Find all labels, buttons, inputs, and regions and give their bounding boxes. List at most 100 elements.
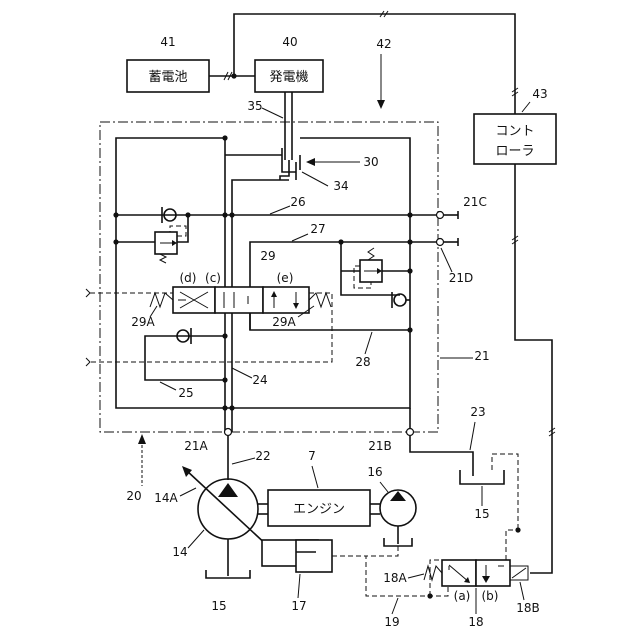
ref-25: 25	[178, 386, 193, 400]
ref-21A: 21A	[184, 439, 208, 453]
junction-dot	[222, 212, 227, 217]
ref-16: 16	[367, 465, 382, 479]
ref-21C: 21C	[463, 195, 487, 209]
label-b: (b)	[482, 589, 499, 603]
solenoid-18B-mark	[512, 568, 526, 578]
ref-34: 34	[333, 179, 348, 193]
label-c: (c)	[205, 271, 221, 285]
port-21C	[437, 212, 444, 219]
controller-label-line1: コント	[495, 124, 534, 139]
arrowhead-20	[138, 434, 146, 444]
ref-14: 14	[172, 545, 187, 559]
junction-dot	[407, 212, 412, 217]
leader-14A	[180, 488, 196, 496]
generator-label: 発電機	[269, 70, 308, 85]
ref-30: 30	[363, 155, 378, 169]
junction-dot	[407, 239, 412, 244]
junction-dot	[113, 239, 118, 244]
leader-17	[298, 574, 300, 598]
valve-spring-right	[309, 293, 331, 307]
label-d: (d)	[180, 271, 197, 285]
junction-dot	[229, 405, 234, 410]
ref-18B: 18B	[516, 601, 540, 615]
leader-24	[232, 368, 252, 378]
leader-26	[270, 206, 290, 214]
ref-22: 22	[255, 449, 270, 463]
ref-42: 42	[376, 37, 391, 51]
leader-27	[292, 234, 308, 241]
junction-dot	[229, 212, 234, 217]
port-21D	[437, 239, 444, 246]
pump-16-arrow	[390, 491, 406, 501]
ref-21B: 21B	[368, 439, 392, 453]
ref-27: 27	[310, 222, 325, 236]
drain-line	[492, 454, 518, 530]
pilot-end	[86, 358, 90, 366]
leader-14	[188, 530, 204, 548]
leader-35	[262, 108, 283, 118]
ref-15-left: 15	[211, 599, 226, 613]
arrowhead-42	[377, 100, 385, 109]
junction-dot	[407, 327, 412, 332]
leader-19	[392, 598, 398, 614]
label-e: (e)	[277, 271, 294, 285]
leader-34	[302, 172, 328, 186]
ref-29A-right: 29A	[272, 315, 296, 329]
port-21B	[407, 429, 414, 436]
ref-21: 21	[474, 349, 489, 363]
pilot-supply-16	[366, 546, 398, 556]
ref-17: 17	[291, 599, 306, 613]
line-25	[145, 336, 225, 380]
leader-18A	[408, 574, 424, 578]
pump-14-variable-arrowhead	[182, 466, 192, 477]
junction-dot	[407, 268, 412, 273]
regulator-17-cylinder	[296, 540, 332, 572]
ref-18A: 18A	[383, 571, 407, 585]
tank-15-right	[460, 470, 504, 484]
ref-35: 35	[247, 99, 262, 113]
return-line-23	[410, 436, 473, 476]
ref-29A-left: 29A	[131, 315, 155, 329]
ref-7: 7	[308, 449, 316, 463]
ref-23: 23	[470, 405, 485, 419]
ref-26: 26	[290, 195, 305, 209]
junction-dot	[222, 333, 227, 338]
ref-18: 18	[468, 615, 483, 629]
label-a: (a)	[454, 589, 471, 603]
leader-7	[312, 466, 318, 488]
controller-valve-wire	[515, 164, 552, 573]
ref-40: 40	[282, 35, 297, 49]
junction-dot	[113, 212, 118, 217]
manifold-block-21	[100, 122, 438, 432]
valve-18-section-b	[476, 560, 510, 586]
junction-dot	[222, 377, 227, 382]
ref-14A: 14A	[154, 491, 178, 505]
leader-21D	[441, 248, 452, 272]
ref-24: 24	[252, 373, 267, 387]
leader-22	[232, 458, 255, 464]
junction-dot	[222, 405, 227, 410]
leader-16	[380, 482, 388, 492]
leader-28	[365, 332, 372, 354]
ref-15-right: 15	[474, 507, 489, 521]
relief-spring-left	[160, 254, 166, 263]
ref-41: 41	[160, 35, 175, 49]
ref-43: 43	[532, 87, 547, 101]
leader-23	[470, 422, 475, 450]
arrowhead-30	[306, 158, 315, 166]
pump-14-arrow	[218, 483, 238, 497]
ref-29: 29	[260, 249, 275, 263]
controller-label-line2: ローラ	[495, 144, 534, 159]
valve-spring-left	[150, 293, 173, 307]
valve-29-section-e	[263, 287, 309, 313]
ref-20: 20	[126, 489, 141, 503]
leader-25	[160, 382, 176, 390]
leader-18B	[520, 582, 524, 600]
relief-spring-right	[368, 248, 374, 260]
port-21A	[225, 429, 232, 436]
valve-18-drain	[506, 530, 518, 560]
leader-43	[522, 102, 530, 112]
ref-19: 19	[384, 615, 399, 629]
valve-29-section-c	[215, 287, 263, 313]
